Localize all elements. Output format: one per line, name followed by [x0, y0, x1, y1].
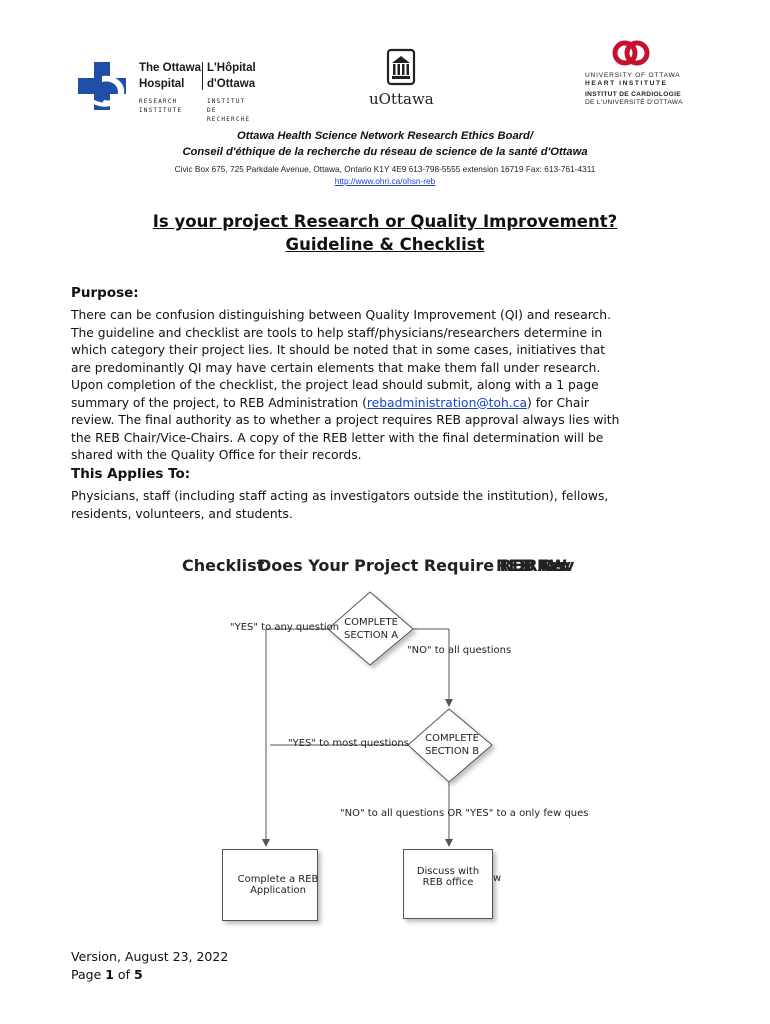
toh-sub-en-2: INSTITUTE: [139, 107, 183, 114]
board-name-fr: Conseil d'éthique de la recherche du rés…: [182, 146, 588, 158]
heart-institute-logo-icon: [612, 40, 650, 66]
page-title-line-2: Guideline & Checklist: [285, 235, 485, 254]
label-no-all: "NO" to all questions: [407, 645, 512, 656]
box-office-line-2: REB office: [422, 877, 474, 888]
purpose-heading: Purpose:: [71, 285, 139, 301]
toh-sub-en-1: RESEARCH: [139, 98, 178, 105]
page-current: 1: [105, 967, 114, 982]
toh-name-en-2: Hospital: [139, 78, 185, 90]
purpose-line-1: There can be confusion distinguishing be…: [71, 308, 611, 322]
diamond-section-b: [407, 708, 493, 783]
board-name-en: Ottawa Health Science Network Research E…: [237, 130, 533, 142]
box-discuss-reb-office: Discuss with REB office: [403, 849, 493, 919]
page-title-line-1: Is your project Research or Quality Impr…: [152, 212, 618, 231]
section-b-line-1: COMPLETE: [425, 733, 479, 744]
toh-name-fr-2: d'Ottawa: [207, 78, 256, 90]
purpose-line-6-start: summary of the project, to REB Administr…: [71, 395, 367, 410]
reb-email-link[interactable]: rebadministration@toh.ca: [366, 395, 528, 410]
heart-institute-logo: UNIVERSITY OF OTTAWA HEART INSTITUTE INS…: [585, 38, 705, 110]
board-address: Civic Box 675, 725 Parkdale Avenue, Otta…: [174, 164, 596, 174]
label-no-or-few: "NO" to all questions OR "YES" to a only…: [340, 808, 593, 819]
flowchart-title-a: Checklist: [182, 556, 265, 575]
flowchart-title: Checklist Does Your Project Require REB …: [182, 556, 594, 580]
section-b-line-2: SECTION B: [425, 746, 480, 757]
purpose-line-4: are predominantly QI may have certain el…: [71, 360, 601, 375]
of-word: of: [113, 967, 134, 982]
applies-paragraph: Physicians, staff (including staff actin…: [71, 488, 711, 523]
purpose-line-2: The guideline and checklist are tools to…: [71, 325, 603, 340]
applies-line-1: Physicians, staff (including staff actin…: [71, 489, 609, 503]
box-office-line-1: Discuss with: [416, 866, 480, 877]
uottawa-building-icon: [386, 48, 416, 86]
footer: Version, August 23, 2022 Page 1 of 5: [71, 948, 228, 984]
page-number: Page 1 of 5: [71, 966, 228, 984]
label-yes-any: "YES" to any question: [230, 622, 340, 633]
heart-line-3: INSTITUT DE CARDIOLOGIE: [585, 91, 681, 98]
flowchart-title-d: DRAW: [512, 556, 567, 575]
label-yes-most: "YES" to most questions: [288, 738, 409, 749]
purpose-line-8: the REB Chair/Vice-Chairs. A copy of the…: [71, 430, 604, 445]
diamond-section-a: [327, 591, 414, 666]
label-no-or-few-text: "NO" to all questions OR "YES" to a only…: [340, 808, 589, 819]
flowchart-title-c: REB Rev: [496, 556, 571, 575]
ottawa-hospital-cross-icon: [78, 62, 126, 110]
page-word: Page: [71, 967, 106, 982]
heart-line-1: UNIVERSITY OF OTTAWA: [585, 72, 681, 79]
toh-sub-fr-1: INSTITUT DE: [207, 98, 246, 114]
box-complete-reb-application: Complete a REB Application: [222, 849, 318, 921]
section-a-line-2: SECTION A: [344, 630, 399, 641]
section-a-label: COMPLETE SECTION A: [344, 616, 398, 642]
toh-divider: [202, 62, 203, 90]
page-total: 5: [133, 967, 143, 982]
uottawa-logo: uOttawa: [365, 48, 445, 110]
purpose-line-9: shared with the Quality Office for their…: [71, 448, 362, 462]
purpose-line-6-end: ) for Chair: [527, 395, 589, 410]
purpose-line-6: summary of the project, to REB Administr…: [71, 395, 711, 413]
applies-line-2: residents, volunteers, and students.: [71, 506, 293, 521]
board-website-link[interactable]: http://www.ohri.ca/ohsn-reb: [334, 176, 436, 186]
flowchart-title-b: Does Your Project Require REB Rev: [258, 556, 575, 575]
heart-line-4: DE L'UNIVERSITÉ D'OTTAWA: [585, 99, 683, 106]
stray-glyph: w: [493, 873, 502, 884]
ottawa-hospital-logo: The Ottawa Hospital L'Hôpital d'Ottawa R…: [76, 60, 256, 123]
section-a-line-1: COMPLETE: [344, 617, 398, 628]
uottawa-wordmark: uOttawa: [369, 90, 434, 108]
purpose-line-7: review. The final authority as to whethe…: [71, 413, 620, 427]
section-b-label: COMPLETE SECTION B: [425, 732, 479, 758]
box-reb-line-1: Complete a REB: [237, 874, 319, 885]
toh-sub-fr-2: RECHERCHE: [207, 116, 251, 123]
applies-heading: This Applies To:: [71, 466, 191, 482]
purpose-line-3: which category their project lies. It sh…: [71, 343, 606, 357]
toh-name-fr-1: L'Hôpital: [207, 62, 256, 74]
purpose-line-5: Upon completion of the checklist, the pr…: [71, 378, 599, 392]
heart-line-2: HEART INSTITUTE: [585, 80, 668, 87]
toh-name-en-1: The Ottawa: [139, 62, 201, 74]
purpose-paragraph: There can be confusion distinguishing be…: [71, 307, 711, 465]
version-date: Version, August 23, 2022: [71, 949, 229, 964]
box-reb-line-2: Application: [250, 885, 306, 896]
